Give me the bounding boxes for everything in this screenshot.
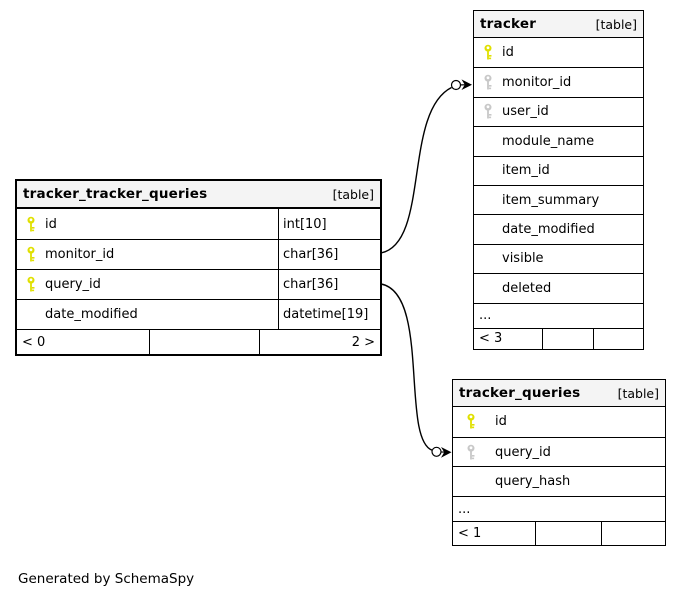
generator-note: Generated by SchemaSpy [18,571,195,587]
column-name: user_id [502,104,549,120]
column-row-item_summary[interactable]: item_summary [474,184,643,214]
table-header: tracker [table] [474,11,643,38]
footer-cell [535,522,601,546]
connector-monitor-id [380,79,472,254]
table-tracker-queries: tracker_queries [table] id query_id query_ha… [452,379,666,547]
table-footer: < 0 2 > [17,329,380,354]
column-name: id [495,414,507,430]
zero-or-one-circle [431,446,442,457]
column-row-deleted[interactable]: deleted [474,273,643,302]
column-name: item_summary [502,192,600,208]
footer-cell: < 3 [479,331,503,347]
table-type-tag: [table] [617,385,659,401]
column-row-id[interactable]: id int[10] [17,209,380,239]
table-title[interactable]: tracker [480,16,537,32]
column-row-id[interactable]: id [474,38,643,67]
connector-query-id [380,283,452,458]
column-name: query_id [45,277,101,292]
ellipsis-label: ... [479,308,492,324]
column-row-id[interactable]: id [453,407,665,437]
table-columns: id int[10] monitor_id char[36] query_id char[… [17,209,380,329]
primary-key-icon [25,216,38,233]
table-footer: < 3 [474,327,643,349]
footer-cell [601,522,665,546]
table-title[interactable]: tracker_queries [459,385,581,401]
footer-cell [542,328,593,349]
column-name: query_id [495,444,551,460]
ellipsis-row: ... [474,302,643,328]
column-type: datetime[19] [278,300,380,329]
footer-cell: < 0 [22,334,46,350]
footer-cell: 2 > [259,330,380,354]
table-type-tag: [table] [595,16,637,32]
column-name: item_id [502,163,550,179]
primary-key-icon [25,276,38,293]
table-header: tracker_queries [table] [453,380,665,407]
column-row-item_id[interactable]: item_id [474,155,643,185]
primary-key-icon [482,44,495,61]
footer-cell: < 1 [458,526,482,542]
column-row-date_modified[interactable]: date_modified datetime[19] [17,299,380,329]
foreign-key-icon [482,103,495,120]
column-row-query_hash[interactable]: query_hash [453,466,665,496]
column-name: id [45,216,57,232]
table-title[interactable]: tracker_tracker_queries [23,186,208,202]
foreign-key-icon [482,74,495,91]
column-row-query_id[interactable]: query_id char[36] [17,269,380,299]
column-type: char[36] [278,270,380,299]
column-name: query_hash [495,474,571,490]
table-header: tracker_tracker_queries [table] [17,181,380,209]
table-footer: < 1 [453,521,665,546]
column-row-visible[interactable]: visible [474,243,643,273]
table-columns: id query_id query_hash... [453,407,665,521]
arrowhead-icon [441,447,452,458]
column-name: monitor_id [502,75,572,91]
primary-key-icon [25,246,38,263]
column-type: int[10] [278,209,380,239]
arrowhead-icon [461,79,472,90]
ellipsis-row: ... [453,496,665,521]
column-name: date_modified [502,222,595,238]
column-name: visible [502,251,544,267]
foreign-key-icon [465,444,478,461]
footer-cell [149,330,259,354]
ellipsis-label: ... [458,501,471,517]
column-row-monitor_id[interactable]: monitor_id char[36] [17,239,380,269]
column-name: id [502,45,514,61]
column-name: date_modified [45,307,138,322]
table-type-tag: [table] [332,186,374,202]
primary-key-icon [465,413,478,430]
column-name: monitor_id [45,247,115,262]
column-row-date_modified[interactable]: date_modified [474,214,643,243]
column-row-user_id[interactable]: user_id [474,96,643,126]
column-type: char[36] [278,240,380,269]
column-row-module_name[interactable]: module_name [474,126,643,155]
column-row-monitor_id[interactable]: monitor_id [474,67,643,96]
table-tracker: tracker [table] id monitor_id user_id module_… [473,10,644,350]
footer-cell [593,328,643,349]
zero-or-one-circle [450,79,462,91]
column-row-query_id[interactable]: query_id [453,436,665,467]
column-name: module_name [502,133,595,149]
column-name: deleted [502,280,552,296]
